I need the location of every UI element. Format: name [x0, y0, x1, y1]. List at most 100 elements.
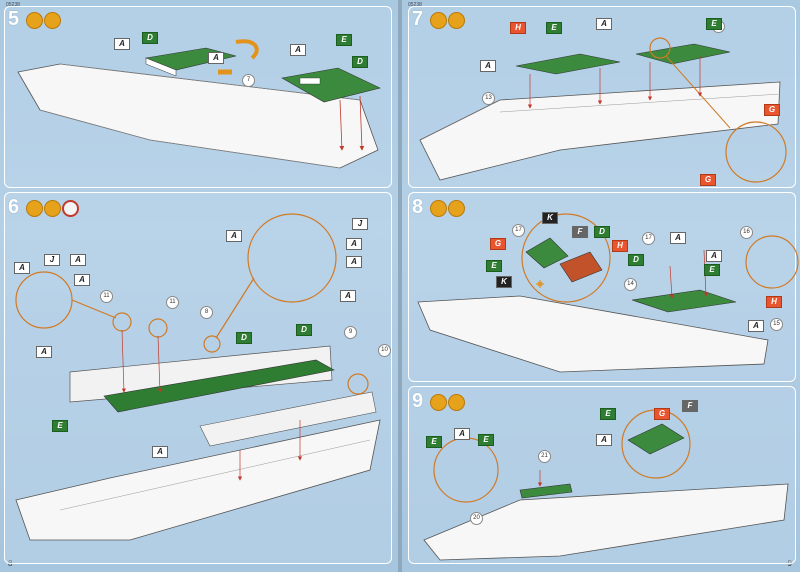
color-code-g: G [764, 104, 780, 116]
color-code-e: E [486, 260, 502, 272]
deck-part-e [281, 67, 381, 103]
color-code-e: E [546, 22, 562, 34]
funnel-subassembly [521, 213, 611, 303]
brush-icon [448, 394, 465, 411]
color-code-d: D [628, 254, 644, 266]
page-code: 05238 [408, 2, 422, 8]
color-code-e: E [478, 434, 494, 446]
part-number: 17 [512, 224, 525, 237]
part-number: 16 [740, 226, 753, 239]
step-number: 5 [8, 8, 20, 30]
color-code-e: E [52, 420, 68, 432]
brush-icon [448, 200, 465, 217]
part-number: 11 [166, 296, 179, 309]
color-code-a: A [480, 60, 496, 72]
assembly-arrows-step-7 [527, 56, 703, 109]
hull-step-5 [17, 63, 379, 169]
glue-icon [26, 12, 43, 29]
color-code-a: A [152, 446, 168, 458]
color-code-e: E [600, 408, 616, 420]
color-code-g: G [700, 174, 716, 186]
part-number: 7 [242, 74, 255, 87]
sun-icon [536, 280, 544, 288]
color-code-a: A [340, 290, 356, 302]
color-code-e: E [706, 18, 722, 30]
step-number: 6 [8, 196, 20, 218]
color-code-f: F [682, 400, 698, 412]
detail-callout-g [725, 121, 787, 183]
color-code-h: H [766, 296, 782, 308]
color-code-a: A [454, 428, 470, 440]
color-code-d: D [352, 56, 368, 68]
color-code-d: D [594, 226, 610, 238]
color-code-a: A [706, 250, 722, 262]
color-code-a: A [290, 44, 306, 56]
step-number: 7 [412, 8, 424, 30]
color-code-d: D [236, 332, 252, 344]
rotate-arrow [235, 39, 259, 60]
part-number: 13 [482, 92, 495, 105]
color-code-a: A [596, 434, 612, 446]
spine [398, 0, 402, 572]
page-code: 05238 [6, 2, 20, 8]
glue-icon [430, 12, 447, 29]
color-code-a: A [346, 256, 362, 268]
color-code-a: A [208, 52, 224, 64]
color-code-a: A [226, 230, 242, 242]
brush-icon [448, 12, 465, 29]
glue-icon [26, 200, 43, 217]
detail-callout-e [433, 437, 499, 503]
detail-callout-h [745, 235, 799, 289]
assembly-arrows-step-6 [121, 329, 303, 481]
step-number: 8 [412, 196, 424, 218]
deck-part-h [515, 53, 621, 75]
color-code-f: F [572, 226, 588, 238]
brush-icon [44, 12, 61, 29]
hull-step-9 [423, 483, 789, 561]
color-code-j: J [352, 218, 368, 230]
color-code-a: A [74, 274, 90, 286]
color-code-k: K [542, 212, 558, 224]
deck-assembly-step-6 [69, 345, 377, 447]
color-code-e: E [426, 436, 442, 448]
drying-time-icon [62, 200, 79, 217]
deck-part-e-step-7 [635, 43, 731, 65]
hull-step-8 [417, 295, 769, 373]
color-code-h: H [510, 22, 526, 34]
color-code-a: A [670, 232, 686, 244]
color-code-a: A [36, 346, 52, 358]
part-number: 21 [538, 450, 551, 463]
part-number: 10 [378, 344, 391, 357]
deck-part-21 [519, 483, 573, 499]
hull-step-6 [15, 419, 381, 541]
step-number: 9 [412, 390, 424, 412]
color-code-d: D [142, 32, 158, 44]
part-number: 11 [100, 290, 113, 303]
part-number: 14 [624, 278, 637, 291]
part-number: 20 [470, 512, 483, 525]
color-code-e: E [704, 264, 720, 276]
color-code-h: H [612, 240, 628, 252]
color-code-a: A [14, 262, 30, 274]
color-code-e: E [336, 34, 352, 46]
hull-step-7 [419, 81, 781, 181]
color-code-a: A [70, 254, 86, 266]
color-code-k: K [496, 276, 512, 288]
color-code-a: A [346, 238, 362, 250]
color-code-d: D [296, 324, 312, 336]
color-code-a: A [114, 38, 130, 50]
glue-icon [430, 200, 447, 217]
part-number: 9 [344, 326, 357, 339]
part-number: 8 [200, 306, 213, 319]
color-code-a: A [748, 320, 764, 332]
part-number: 15 [770, 318, 783, 331]
color-code-g: G [654, 408, 670, 420]
glue-icon [430, 394, 447, 411]
color-code-a: A [596, 18, 612, 30]
color-code-g: G [490, 238, 506, 250]
deck-part-d-step-8 [631, 289, 737, 313]
part-number: 17 [642, 232, 655, 245]
color-code-j: J [44, 254, 60, 266]
